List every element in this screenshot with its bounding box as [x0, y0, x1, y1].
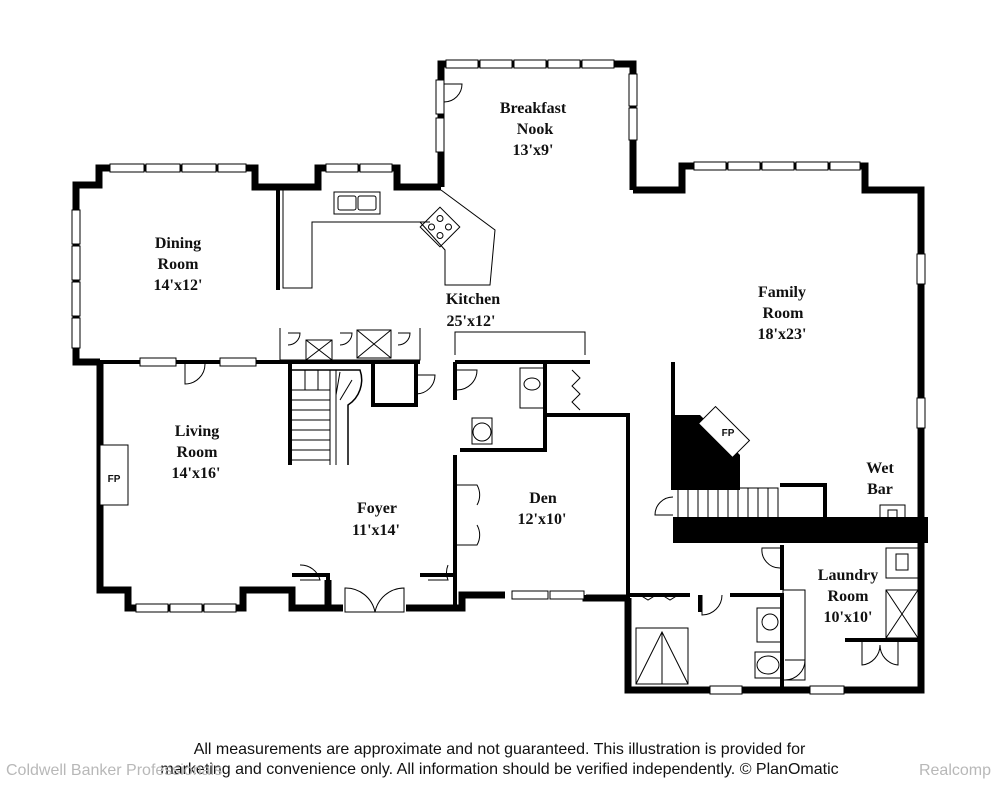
laundry-title-2: Room: [828, 588, 870, 605]
breakfast-dims: 13'x9': [513, 142, 554, 159]
fireplace-living: [99, 444, 129, 506]
living-title-1: Living: [175, 423, 219, 440]
kitchen-dims: 25'x12': [447, 313, 496, 330]
fireplace-family-block: [673, 415, 740, 490]
watermark-right: Realcomp: [918, 762, 991, 779]
doors: [184, 83, 899, 681]
foyer-dims: 11'x14': [352, 522, 400, 539]
dining-title-2: Room: [158, 256, 200, 273]
laundry-dims: 10'x10': [824, 609, 873, 626]
kitchen-title: Kitchen: [446, 291, 500, 308]
den-title: Den: [529, 490, 557, 507]
family-title-2: Room: [763, 305, 805, 322]
wetbar-title-1: Wet: [866, 460, 894, 477]
fireplace-living-label: FP: [108, 474, 121, 485]
breakfast-title-1: Breakfast: [500, 100, 567, 117]
disclaimer-line-1: All measurements are approximate and not…: [193, 741, 806, 758]
living-title-2: Room: [177, 444, 219, 461]
dining-title-1: Dining: [155, 235, 201, 252]
interior-walls: [100, 187, 921, 690]
fireplace-family-label: FP: [722, 428, 735, 439]
fireplace-family: [697, 405, 751, 459]
den-dims: 12'x10': [518, 511, 567, 528]
dining-dims: 14'x12': [154, 277, 203, 294]
exterior-walls: [72, 60, 925, 694]
bath-fixtures: [471, 367, 919, 685]
family-title-1: Family: [758, 284, 806, 301]
disclaimer-line-2: marketing and convenience only. All info…: [160, 761, 839, 778]
foyer-title: Foyer: [357, 500, 397, 517]
kitchen-fixtures: [282, 187, 586, 355]
breakfast-title-2: Nook: [517, 121, 554, 138]
watermark-left: Coldwell Banker Professionals: [6, 762, 223, 779]
family-dims: 18'x23': [758, 326, 807, 343]
stairs: [279, 328, 779, 519]
windows: [71, 59, 926, 695]
wetbar-title-2: Bar: [867, 481, 893, 498]
laundry-title-1: Laundry: [818, 567, 878, 584]
living-dims: 14'x16': [172, 465, 221, 482]
